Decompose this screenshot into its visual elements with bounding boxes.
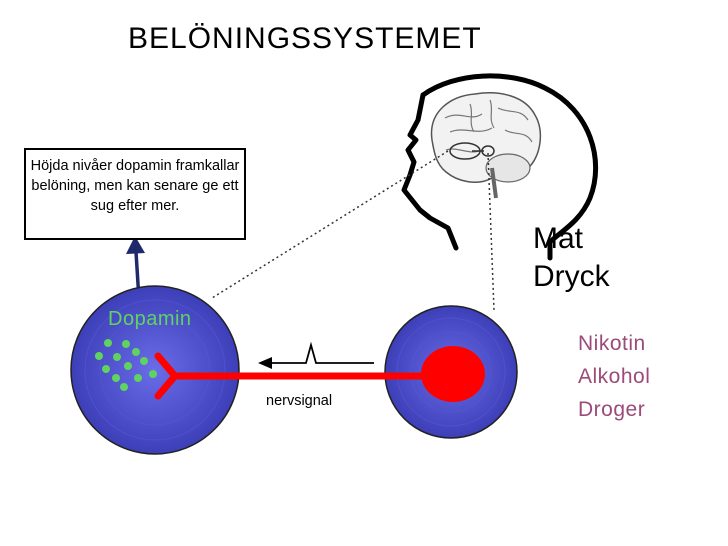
nerve-signal-label: nervsignal <box>266 393 333 409</box>
drink-label: Dryck <box>533 260 610 293</box>
dopamine-molecules <box>95 339 157 391</box>
axon <box>154 352 429 400</box>
nicotine-label: Nikotin <box>578 332 646 355</box>
food-label: Mat <box>533 222 584 255</box>
brain-icon <box>430 92 542 199</box>
alcohol-label: Alkohol <box>578 365 651 388</box>
note-box: Höjda nivåer dopamin framkallar belöning… <box>24 148 246 240</box>
page-title: BELÖNINGSSYSTEMET <box>128 22 482 55</box>
nerve-signal-pulse <box>258 341 374 369</box>
head-outline-icon <box>401 73 599 261</box>
left-neuron <box>70 285 240 455</box>
drugs-label: Droger <box>578 398 646 421</box>
dotted-line-right <box>487 152 495 311</box>
dotted-line-left <box>211 150 449 299</box>
neuron-nucleus <box>421 346 485 402</box>
dopamine-label: Dopamin <box>108 308 192 330</box>
